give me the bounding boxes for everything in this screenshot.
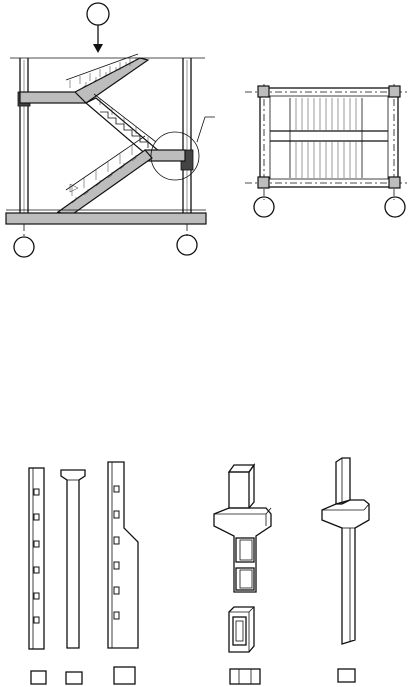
upper-flight	[65, 53, 150, 104]
plan-axis-circle-right	[384, 196, 406, 218]
column-element-5	[321, 457, 370, 683]
section-1	[30, 670, 47, 685]
section-5	[337, 668, 356, 683]
section-3	[113, 666, 136, 685]
plan-axis-circle-left	[253, 196, 275, 218]
section-2	[65, 671, 83, 685]
arrow-down-icon	[93, 44, 103, 53]
ground-floor-slab	[5, 209, 207, 225]
middle-flight	[84, 93, 162, 157]
stair-plan-drawing	[245, 84, 410, 218]
right-column	[180, 58, 194, 215]
precast-elements-row	[28, 457, 370, 685]
lower-flight	[56, 135, 153, 217]
axis-circle-right	[176, 234, 198, 256]
left-column	[17, 58, 31, 215]
stair-section-drawing	[5, 2, 215, 258]
callout-circle-top	[86, 2, 110, 26]
column-element-3	[107, 461, 139, 685]
axis-circle-left	[13, 236, 35, 258]
detail-callout-circle	[150, 131, 200, 181]
column-element-1	[28, 467, 47, 685]
column-element-4	[213, 462, 272, 685]
section-4	[229, 668, 261, 685]
column-element-2	[60, 469, 86, 685]
